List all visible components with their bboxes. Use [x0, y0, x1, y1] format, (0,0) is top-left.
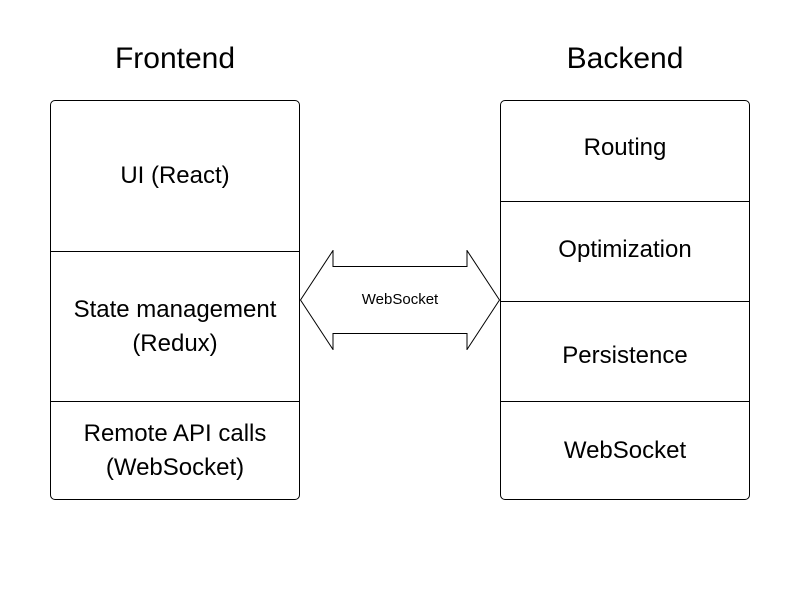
connector-label: WebSocket: [361, 291, 439, 308]
backend-layer-persistence: Persistence: [501, 301, 749, 401]
backend-layer-websocket-label: WebSocket: [563, 436, 687, 464]
frontend-layer-state-management: State management (Redux): [51, 251, 299, 401]
double-arrow-shape: [300, 250, 500, 350]
backend-layer-websocket: WebSocket: [501, 401, 749, 499]
frontend-title: Frontend: [114, 42, 236, 75]
frontend-layer-ui: UI (React): [51, 101, 299, 251]
double-arrow-icon: [300, 250, 500, 350]
frontend-layer-state-management-label: State management (Redux): [73, 295, 277, 357]
frontend-layer-ui-label: UI (React): [120, 162, 230, 189]
backend-layer-persistence-label: Persistence: [562, 341, 688, 369]
backend-layer-routing: Routing: [501, 101, 749, 201]
frontend-layer-remote-api: Remote API calls (WebSocket): [51, 401, 299, 499]
backend-title: Backend: [566, 42, 684, 75]
frontend-layer-remote-api-label: Remote API calls (WebSocket): [83, 419, 267, 481]
backend-layer-routing-label: Routing: [583, 134, 667, 161]
backend-layer-optimization-label: Optimization: [558, 235, 692, 263]
backend-stack: Routing Optimization Persistence WebSock…: [500, 100, 750, 500]
websocket-connector: WebSocket: [300, 250, 500, 350]
backend-layer-optimization: Optimization: [501, 201, 749, 301]
frontend-stack: UI (React) State management (Redux) Remo…: [50, 100, 300, 500]
